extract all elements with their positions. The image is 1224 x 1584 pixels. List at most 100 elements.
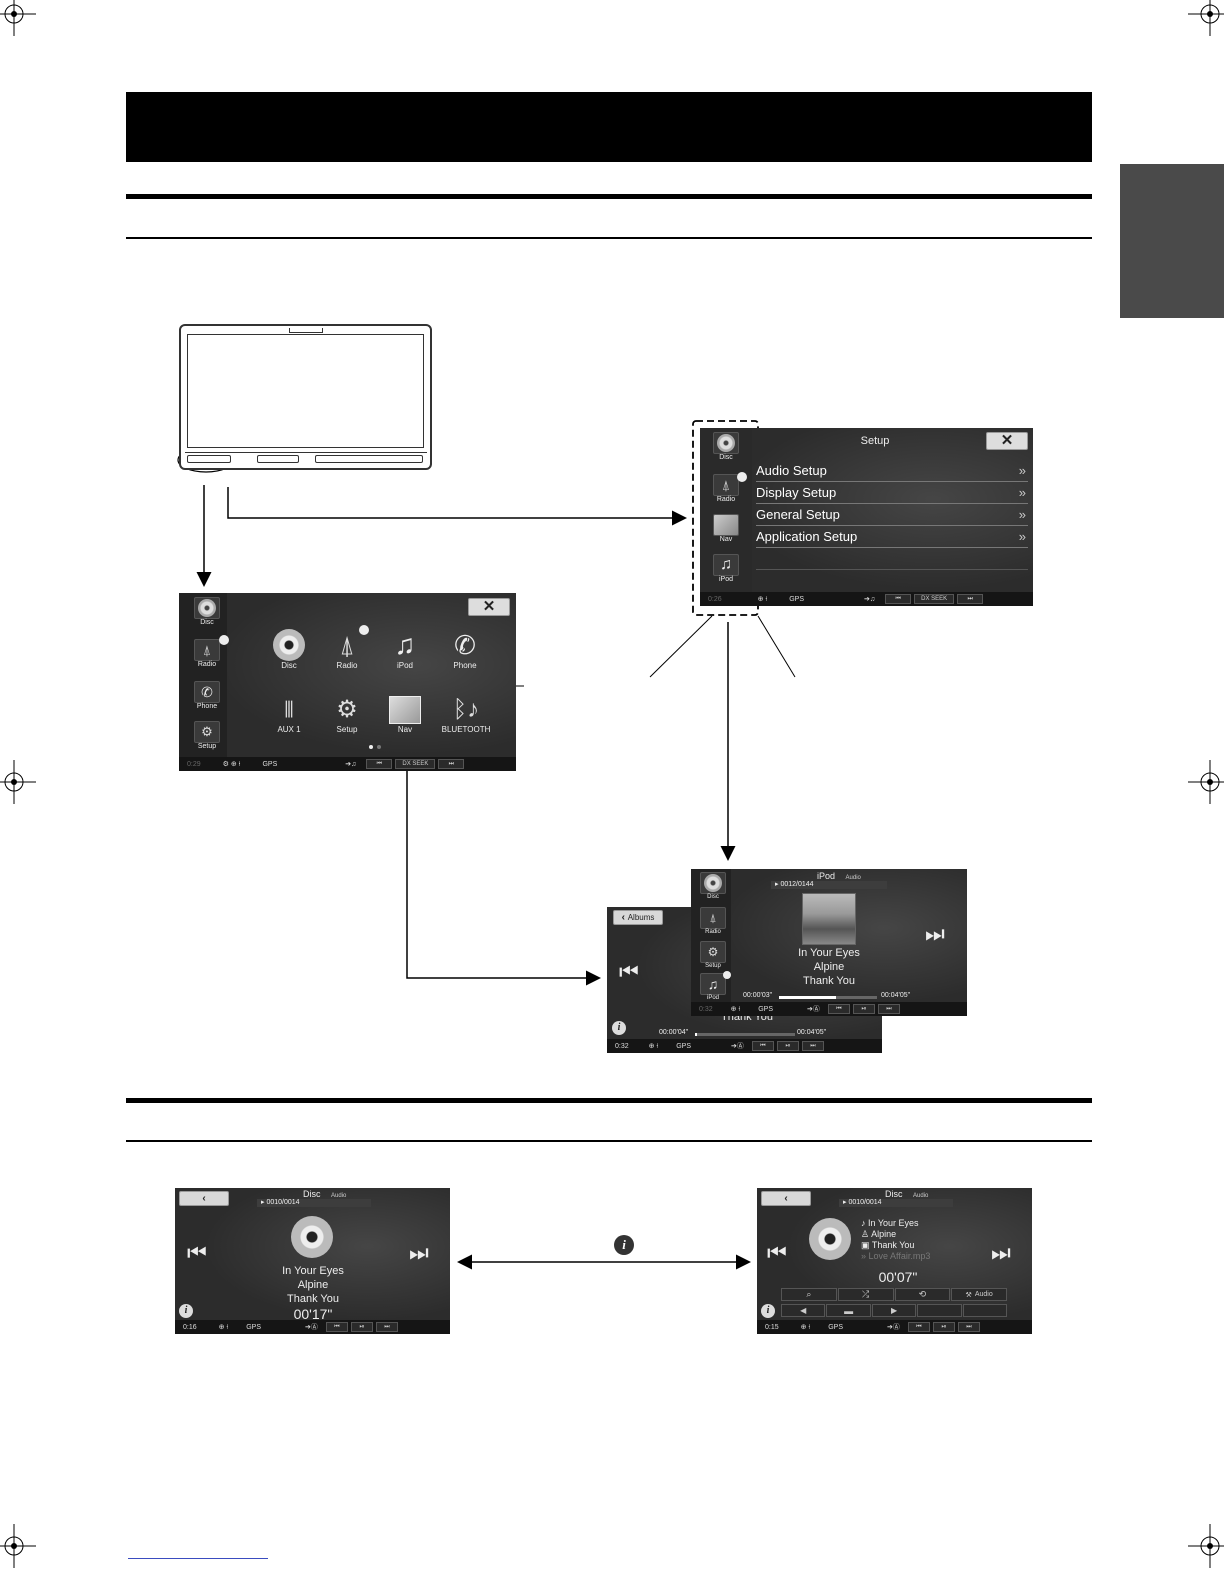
artist-name: Alpine (297, 1279, 329, 1291)
gps-label: GPS (246, 1323, 262, 1331)
home-icon-aux[interactable]: ⫴ AUX 1 (269, 695, 309, 734)
radio-tower-icon: ⍋ (700, 907, 726, 929)
rail-item-radio[interactable]: ⍋ Radio (712, 474, 740, 504)
total-time: 00:04'05" (881, 992, 911, 999)
rail-item-nav[interactable]: Nav (712, 514, 740, 544)
setup-item-audio[interactable]: Audio Setup » (756, 460, 1028, 482)
chapter-title-bar (126, 92, 1092, 162)
rail-item-setup[interactable]: ⚙ Setup (699, 941, 727, 973)
route-icon: ➔♫ (864, 596, 876, 603)
next-button[interactable]: ⏭ (957, 594, 984, 604)
track-counter: ▸ 0010/0014 (839, 1199, 953, 1207)
device-volume-button[interactable] (257, 455, 299, 463)
info-button[interactable]: i (761, 1304, 775, 1318)
rail-item-phone[interactable]: ✆ Phone (193, 681, 221, 711)
folder-button[interactable]: ▬ (826, 1304, 871, 1317)
progress-bar[interactable] (695, 1033, 795, 1036)
drag-handle-dot[interactable] (219, 635, 229, 645)
next-track-button[interactable]: ⏭ (991, 1240, 1011, 1265)
device-button-row (185, 452, 427, 464)
next-button[interactable]: ⏭ (375, 1322, 398, 1332)
prev-button[interactable]: ⏮ (325, 1322, 348, 1332)
play-pause-button[interactable]: ⏯ (776, 1041, 799, 1051)
back-button[interactable]: ‹ (179, 1191, 229, 1206)
file-name: » Love Affair.mp3 (861, 1251, 931, 1261)
rail-item-setup[interactable]: ⚙ Setup (193, 721, 221, 751)
setup-item-application[interactable]: Application Setup » (756, 526, 1028, 548)
albums-back-button[interactable]: ‹ Albums (613, 910, 663, 925)
rail-item-radio[interactable]: ⍋ Radio (699, 907, 727, 939)
home-icon-ipod[interactable]: ♫ iPod (387, 629, 423, 670)
status-bar: 0:32 ⊕ ⍿ GPS ➔Ⓐ ⏮ ⏯ ⏭ (691, 1002, 967, 1016)
back-button[interactable]: ‹ (761, 1191, 811, 1206)
repeat-button[interactable]: ⟲ (894, 1288, 951, 1301)
home-screen: Disc ⍋ Radio ✆ Phone ⚙ Setup ✕ Disc ⍋ Ra… (179, 593, 516, 771)
control-row-1: ⌕ ⤮ ⟲ ⚒Audio (781, 1288, 1007, 1301)
folder-next-button[interactable]: ▶ (871, 1304, 917, 1317)
crop-mark-top-left (0, 0, 36, 36)
disc-icon (809, 1218, 851, 1260)
rca-plug-icon: ⫴ (284, 697, 294, 722)
progress-bar[interactable] (779, 996, 877, 999)
next-track-button[interactable]: ⏭ (409, 1240, 429, 1265)
radio-indicator-dot (359, 625, 369, 635)
previous-track-button[interactable]: ⏮ (187, 1240, 207, 1265)
next-button[interactable]: ⏭ (438, 759, 465, 769)
section-rule-top (126, 194, 1092, 199)
music-note-icon: ♫ (713, 554, 739, 576)
drag-handle-dot[interactable] (723, 971, 731, 979)
drag-handle-dot[interactable] (737, 472, 747, 482)
info-button[interactable]: i (179, 1304, 193, 1318)
device-track-buttons[interactable] (315, 455, 423, 463)
clock: 0:32 (615, 1042, 629, 1050)
audio-button[interactable]: ⚒Audio (951, 1288, 1007, 1301)
disc-detail-screen: ‹ Disc Audio ▸ 0010/0014 ⏮ ⏭ ♪ In Your E… (757, 1188, 1032, 1334)
close-button[interactable]: ✕ (986, 432, 1028, 450)
next-track-button[interactable]: ⏭ (925, 921, 945, 946)
close-button[interactable]: ✕ (468, 598, 510, 616)
rail-item-disc[interactable]: Disc (699, 872, 727, 904)
rail-item-ipod[interactable]: ♫ iPod (699, 973, 727, 1005)
play-pause-button[interactable]: ⏯ (350, 1322, 373, 1332)
next-button[interactable]: ⏭ (801, 1041, 824, 1051)
rail-item-ipod[interactable]: ♫ iPod (712, 554, 740, 584)
previous-track-button[interactable]: ⏮ (767, 1240, 787, 1265)
music-note-icon: ♫ (394, 629, 416, 660)
info-icon: i (614, 1235, 634, 1255)
prev-button[interactable]: ⏮ (907, 1322, 930, 1332)
home-icon-nav[interactable]: Nav (385, 695, 425, 734)
setup-item-display[interactable]: Display Setup » (756, 482, 1028, 504)
screen-title: Setup (860, 435, 890, 447)
prev-button[interactable]: ⏮ (366, 759, 393, 769)
seek-button[interactable]: DX SEEK (914, 594, 955, 604)
prev-button[interactable]: ⏮ (885, 594, 912, 604)
crop-mark-mid-left (0, 760, 36, 804)
next-button[interactable]: ⏭ (877, 1004, 900, 1014)
info-button[interactable]: i (612, 1021, 626, 1035)
rail-item-disc[interactable]: Disc (712, 432, 740, 462)
screen-glow (179, 593, 516, 771)
source-rail: Disc ⍋ Radio ⚙ Setup ♫ iPod (691, 869, 731, 1002)
seek-button[interactable]: DX SEEK (395, 759, 436, 769)
next-button[interactable]: ⏭ (957, 1322, 980, 1332)
setup-item-general[interactable]: General Setup » (756, 504, 1028, 526)
bluetooth-music-icon: ᛒ♪ (452, 696, 480, 723)
play-pause-button[interactable]: ⏯ (852, 1004, 875, 1014)
play-pause-button[interactable]: ⏯ (932, 1322, 955, 1332)
folder-prev-button[interactable]: ◀ (781, 1304, 826, 1317)
home-icon-disc[interactable]: Disc (271, 629, 307, 670)
prev-button[interactable]: ⏮ (827, 1004, 850, 1014)
person-icon: ♙ (861, 1229, 872, 1239)
search-button[interactable]: ⌕ (781, 1288, 837, 1301)
shuffle-button[interactable]: ⤮ (837, 1288, 894, 1301)
previous-track-button[interactable]: ⏮ (619, 959, 639, 984)
home-icon-bluetooth[interactable]: ᛒ♪ BLUETOOTH (441, 696, 491, 734)
prev-button[interactable]: ⏮ (751, 1041, 774, 1051)
empty-button (962, 1304, 1008, 1317)
device-home-button[interactable] (187, 455, 231, 463)
home-icon-radio[interactable]: ⍋ Radio (329, 629, 365, 670)
rail-item-radio[interactable]: ⍋ Radio (193, 639, 221, 669)
home-icon-phone[interactable]: ✆ Phone (447, 629, 483, 670)
home-icon-setup[interactable]: ⚙ Setup (327, 695, 367, 734)
rail-item-disc[interactable]: Disc (193, 597, 221, 627)
